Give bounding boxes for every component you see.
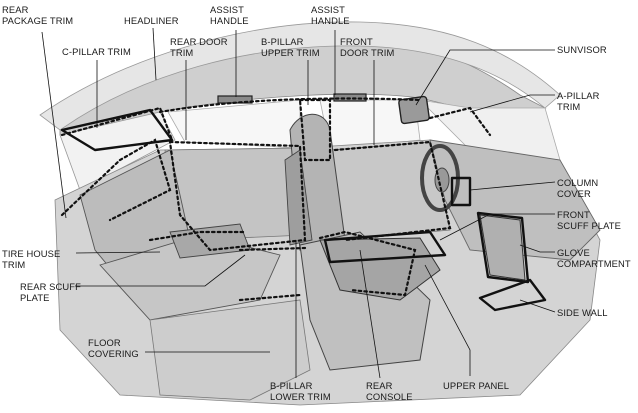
leader-sunvisor — [415, 49, 555, 106]
label-line: REAR SCUFF — [20, 281, 81, 292]
c-pillar-solid — [60, 108, 174, 152]
label-headliner: HEADLINER — [124, 15, 179, 26]
column-cover-solid — [450, 176, 472, 207]
label-line: REAR — [366, 380, 393, 391]
leader-a-pillar — [469, 94, 555, 113]
leader-front-scuff — [439, 213, 555, 241]
label-line: ASSIST — [311, 4, 345, 15]
label-c-pillar-trim: C-PILLAR TRIM — [62, 46, 131, 57]
leader-tire-house — [75, 251, 161, 254]
label-rear-package-trim: REAR PACKAGE TRIM — [2, 4, 73, 26]
label-b-pillar-upper-trim: B-PILLAR UPPER TRIM — [261, 36, 320, 58]
tire-house-outline — [148, 230, 247, 242]
label-front-door-trim: FRONT DOOR TRIM — [340, 36, 394, 58]
leader-lines — [41, 27, 556, 379]
label-line: GLOVE — [557, 247, 590, 258]
leader-headliner — [152, 27, 157, 81]
label-line: COVERING — [88, 348, 139, 359]
label-line: DOOR TRIM — [340, 47, 395, 58]
headliner-edge — [158, 97, 422, 114]
label-line: REAR — [2, 4, 29, 15]
label-line: TRIM — [2, 259, 26, 270]
front-scuff-solid — [323, 230, 447, 264]
label-side-wall: SIDE WALL — [557, 307, 608, 318]
leader-rear-package — [41, 31, 67, 219]
label-assist-handle-front: ASSIST HANDLE — [311, 4, 350, 26]
label-line: HANDLE — [210, 15, 249, 26]
label-sunvisor: SUNVISOR — [557, 44, 607, 55]
leader-glove — [519, 244, 555, 253]
label-assist-handle-rear: ASSIST HANDLE — [210, 4, 249, 26]
label-line: LOWER TRIM — [270, 391, 331, 402]
label-line: B-PILLAR — [270, 380, 313, 391]
label-line: COLUMN — [557, 177, 599, 188]
label-line: HANDLE — [311, 15, 350, 26]
rear-package-outline — [60, 138, 172, 222]
glove-solid — [476, 211, 530, 284]
rear-window — [59, 111, 176, 191]
front-door-panel — [329, 141, 451, 241]
label-glove-compartment: GLOVE COMPARTMENT — [557, 247, 631, 269]
label-line: PLATE — [20, 292, 50, 303]
driver-seat-back — [284, 149, 313, 246]
side-wall-solid — [478, 278, 547, 312]
leader-rear-scuff — [75, 254, 246, 287]
label-line: SIDE WALL — [557, 307, 608, 318]
label-line: B-PILLAR — [261, 36, 304, 47]
label-b-pillar-lower-trim: B-PILLAR LOWER TRIM — [270, 380, 331, 402]
label-line: CONSOLE — [366, 391, 413, 402]
label-line: FLOOR — [88, 337, 121, 348]
label-column-cover: COLUMN COVER — [557, 177, 598, 199]
label-line: SCUFF PLATE — [557, 220, 621, 231]
label-rear-console: REAR CONSOLE — [366, 380, 413, 402]
rear-scuff-outline — [238, 246, 307, 252]
label-rear-scuff-plate: REAR SCUFF PLATE — [20, 281, 81, 303]
b-pillar-outline — [298, 98, 332, 162]
rear-door-outline — [168, 140, 307, 252]
label-line: COMPARTMENT — [557, 258, 631, 269]
sunvisor-shape — [398, 95, 430, 125]
label-line: FRONT — [557, 209, 590, 220]
label-line: FRONT — [340, 36, 373, 47]
trim-highlight-outlines — [60, 108, 547, 312]
floor-outline — [238, 293, 302, 302]
label-line: TRIM — [557, 101, 581, 112]
label-rear-door-trim: REAR DOOR TRIM — [170, 36, 228, 58]
leader-column-cover — [469, 181, 556, 191]
label-front-scuff-plate: FRONT SCUFF PLATE — [557, 209, 621, 231]
floor-area — [149, 299, 311, 401]
label-line: PACKAGE TRIM — [2, 15, 74, 26]
center-console — [319, 237, 441, 301]
label-line: REAR DOOR — [170, 36, 228, 47]
label-line: UPPER PANEL — [443, 380, 510, 391]
label-line: UPPER TRIM — [261, 47, 320, 58]
label-line: SUNVISOR — [557, 44, 607, 55]
label-line: A-PILLAR — [557, 90, 600, 101]
label-a-pillar-trim: A-PILLAR TRIM — [557, 90, 599, 112]
label-floor-covering: FLOOR COVERING — [88, 337, 139, 359]
label-line: TIRE HOUSE — [2, 248, 61, 259]
windshield — [418, 99, 561, 161]
label-line: ASSIST — [210, 4, 244, 15]
label-line: C-PILLAR TRIM — [62, 46, 131, 57]
leader-side-wall — [519, 299, 556, 313]
label-line: COVER — [557, 188, 591, 199]
leader-rear-console — [359, 249, 381, 379]
label-line: HEADLINER — [124, 15, 179, 26]
label-line: TRIM — [170, 47, 194, 58]
dashboard — [429, 139, 601, 261]
steering-hub — [434, 167, 450, 193]
leader-upper-panel — [424, 264, 471, 376]
rear-console-outline — [318, 230, 417, 297]
roof-top-surface — [39, 21, 561, 131]
label-upper-panel: UPPER PANEL — [443, 380, 509, 391]
glove-compartment-shape — [479, 214, 526, 281]
a-pillar-outline — [428, 106, 492, 137]
c-pillar-outline — [60, 106, 174, 142]
label-tire-house-trim: TIRE HOUSE TRIM — [2, 248, 60, 270]
